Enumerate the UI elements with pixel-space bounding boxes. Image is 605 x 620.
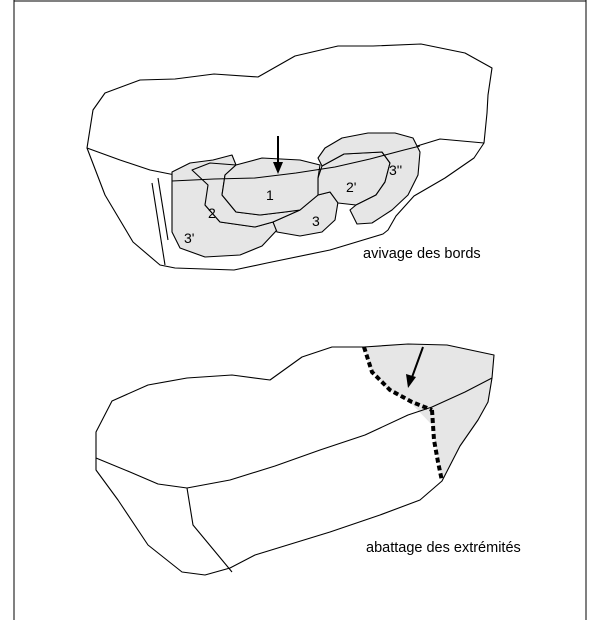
flake-label-2: 2 xyxy=(208,205,216,221)
flake-label-1: 1 xyxy=(266,187,274,203)
top-block-left-edge-1 xyxy=(152,183,165,265)
bottom-caption: abattage des extrémités xyxy=(366,540,521,556)
flake-label-2-prime: 2' xyxy=(346,179,356,195)
flake-label-3-prime: 3' xyxy=(184,230,194,246)
top-caption: avivage des bords xyxy=(363,246,481,262)
top-block-outline xyxy=(87,44,492,270)
end-removal-zone xyxy=(364,344,494,481)
bottom-block-front-edge xyxy=(187,488,232,572)
flake-label-3-double-prime: 3'' xyxy=(389,162,402,178)
edge-removal-zone xyxy=(172,133,420,257)
flake-label-3: 3 xyxy=(312,213,320,229)
top-block xyxy=(87,44,492,270)
